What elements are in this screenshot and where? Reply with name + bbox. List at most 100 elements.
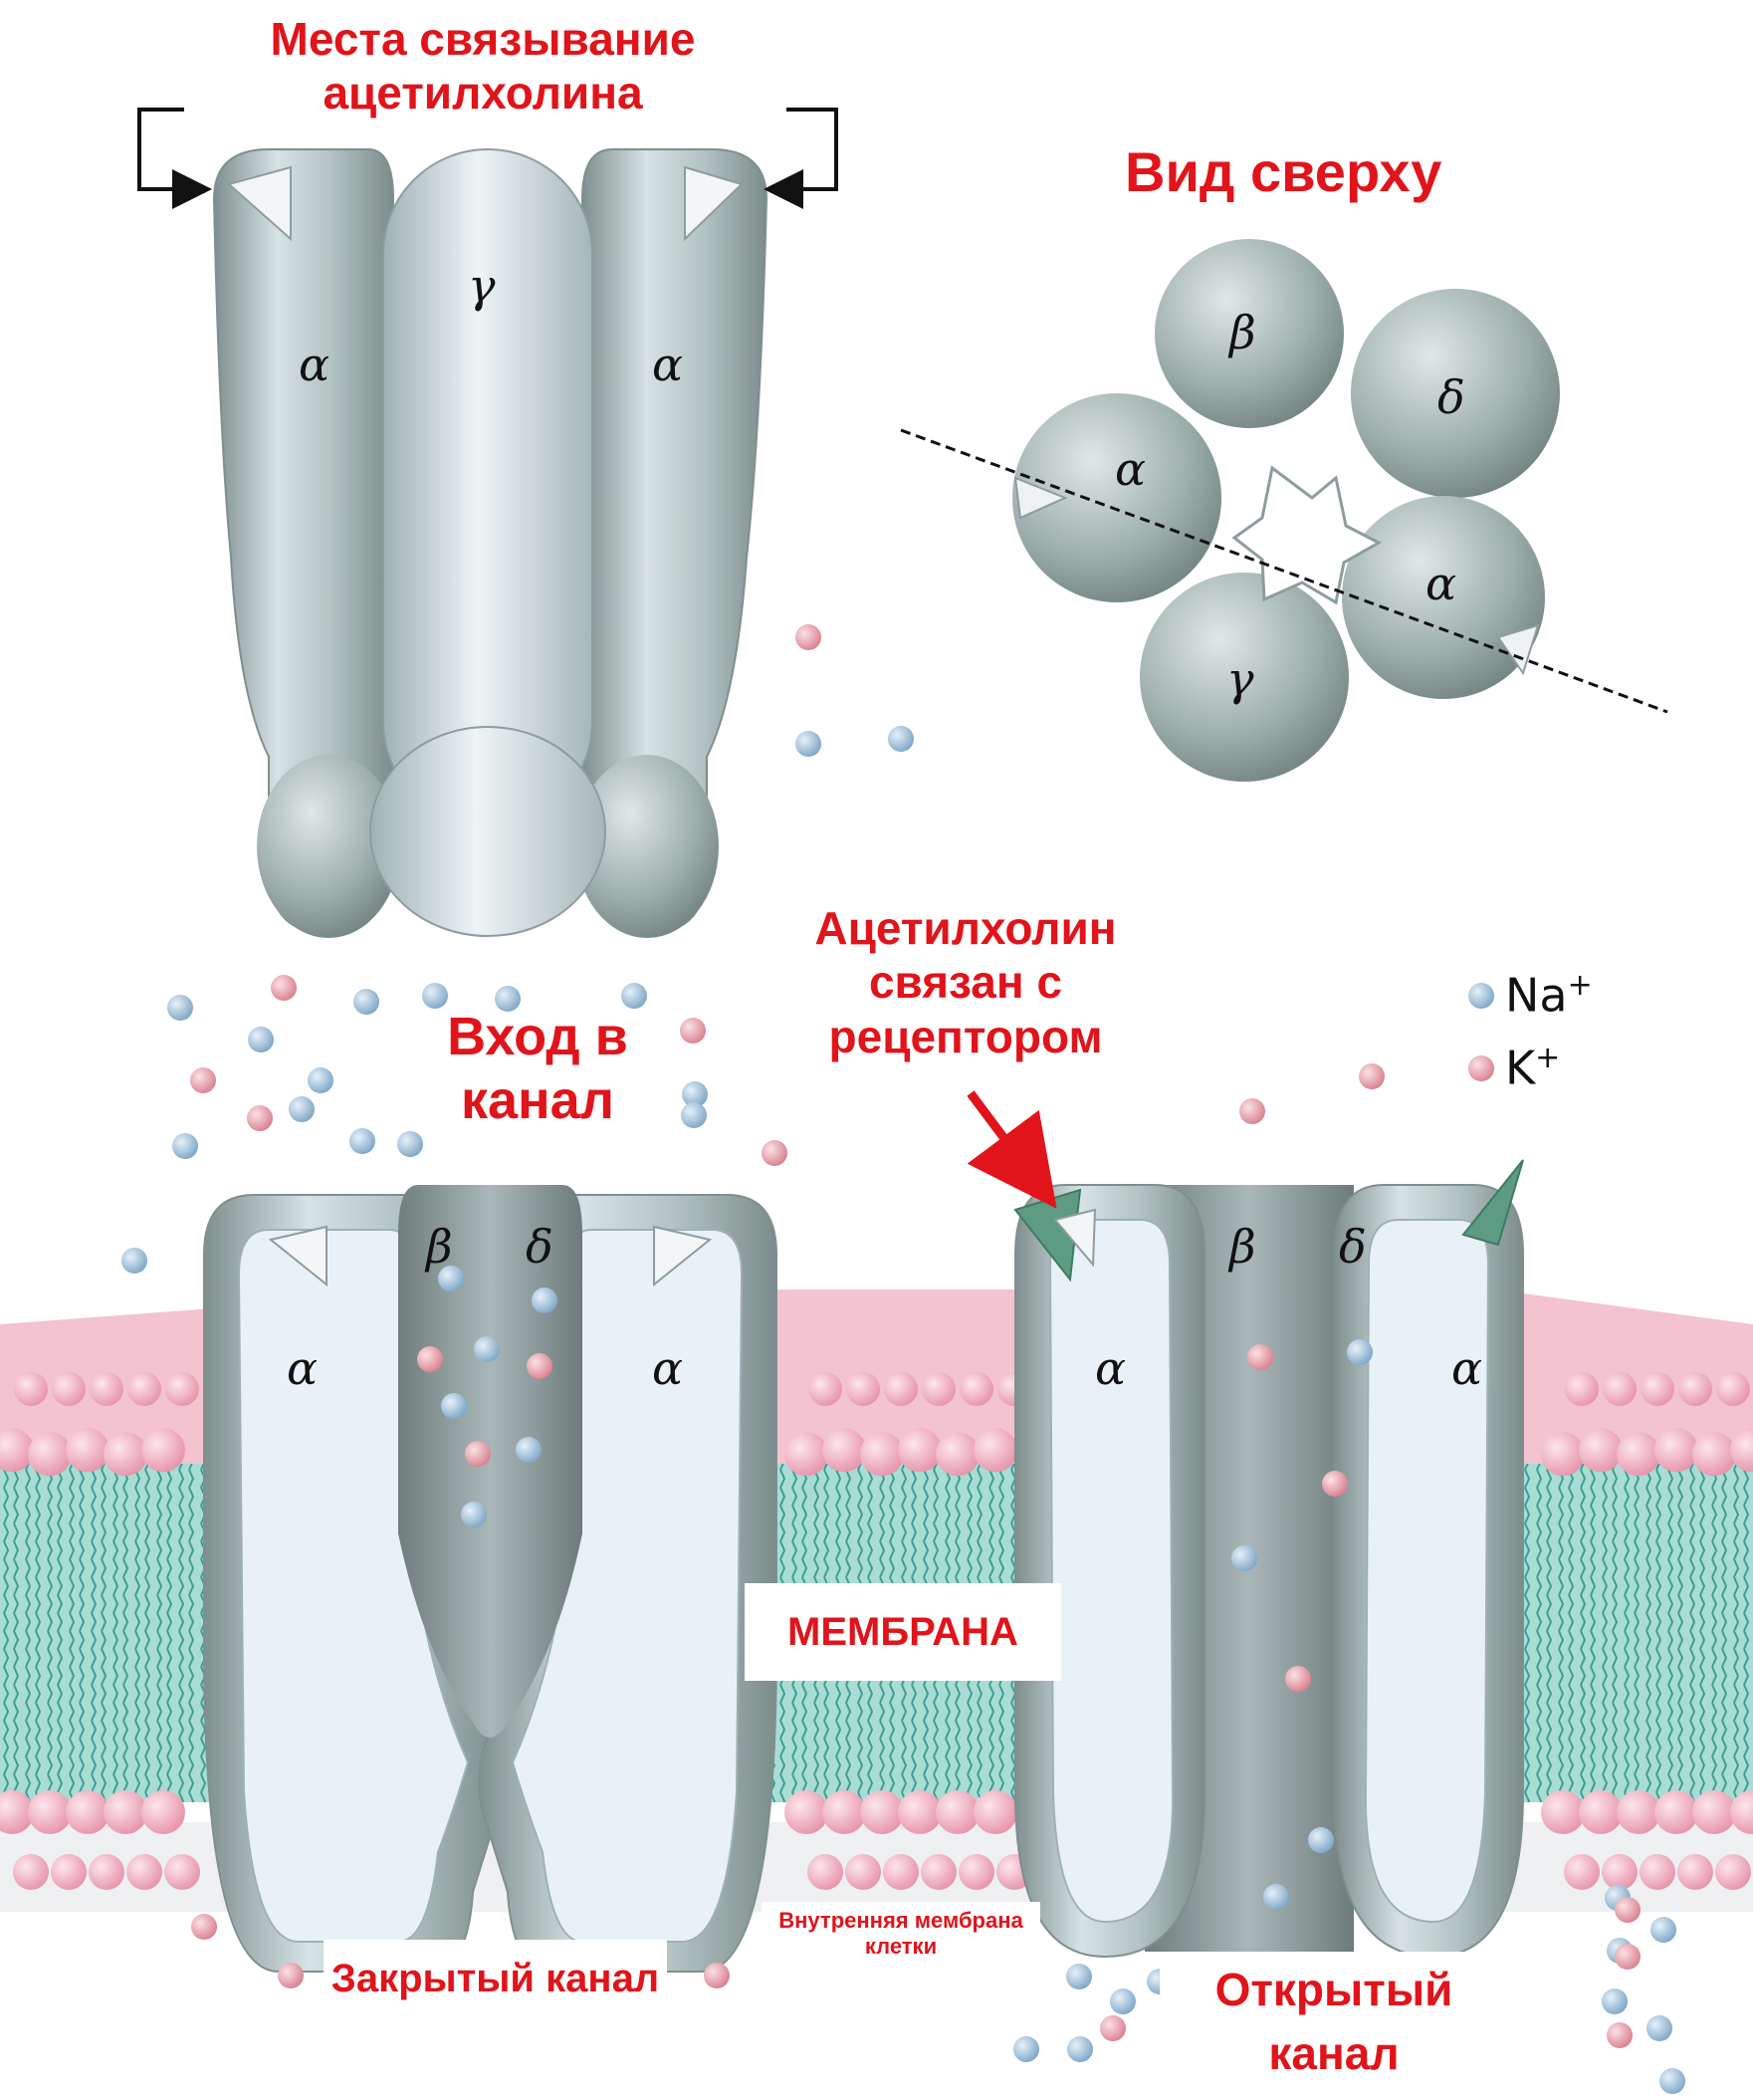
lipid-head <box>1564 1854 1600 1890</box>
na-ion <box>474 1336 500 1362</box>
na-ion <box>681 1102 707 1128</box>
top-beta-subunit <box>1155 239 1344 428</box>
lipid-head <box>860 1790 904 1834</box>
top-delta-subunit <box>1351 289 1560 498</box>
closed-beta-delta-core <box>398 1185 582 1738</box>
top-subunit-gamma: γ <box>1226 652 1254 706</box>
na-ion <box>121 1248 147 1274</box>
top-subunit-delta: δ <box>1437 370 1465 424</box>
lipid-head <box>1654 1790 1698 1834</box>
closed-delta: δ <box>526 1220 553 1274</box>
lipid-head <box>1692 1790 1736 1834</box>
top-gamma-subunit <box>1140 573 1349 782</box>
top-subunit-alpha-right: α <box>1425 557 1456 610</box>
label-binding-sites: Места связывание ацетилхолина <box>270 13 696 119</box>
lipid-head <box>898 1428 942 1473</box>
top-pocket-left <box>1013 476 1068 520</box>
lipid-head <box>1602 1854 1638 1890</box>
lipid-head <box>960 1372 993 1406</box>
na-ion <box>438 1266 464 1291</box>
label-inner-membrane: Внутренняя мембрана клетки <box>762 1902 1040 2012</box>
lipid-head <box>1677 1854 1713 1890</box>
lipid-head <box>104 1790 147 1834</box>
na-ion <box>461 1502 487 1527</box>
lipid-head <box>959 1854 994 1890</box>
lipid-head <box>1541 1432 1585 1477</box>
lipid-head <box>51 1854 87 1890</box>
na-ion <box>248 1027 274 1052</box>
lipid-head <box>1617 1790 1660 1834</box>
k-ion <box>1239 1098 1265 1124</box>
legend-na-charge: + <box>1567 968 1593 1003</box>
k-ion <box>762 1140 787 1166</box>
top-alpha-right-subunit <box>1342 496 1545 699</box>
na-ion <box>308 1067 333 1093</box>
lipid-head <box>822 1790 866 1834</box>
lipid-head <box>898 1790 942 1834</box>
lipid-head <box>0 1428 34 1473</box>
lipid-head <box>52 1372 86 1406</box>
closed-alpha-left: α <box>287 1341 318 1395</box>
label-top-view: Вид сверху <box>1125 140 1442 203</box>
lipid-head <box>1730 1790 1753 1834</box>
label-acetylcholine-bound: Ацетилхолин связан с рецептором <box>814 902 1117 1062</box>
top-subunit-beta: β <box>1227 306 1256 359</box>
lipid-head <box>141 1428 185 1473</box>
label-membrane: МЕМБРАНА <box>745 1583 1061 1681</box>
k-ion <box>190 1067 216 1093</box>
pointer-arrow <box>967 1090 1057 1209</box>
lipid-head <box>141 1790 185 1834</box>
lipid-head <box>1730 1428 1753 1473</box>
k-ion <box>1615 1944 1641 1970</box>
lipid-head <box>1579 1428 1623 1473</box>
k-ion <box>271 975 297 1001</box>
section-line <box>900 428 1668 714</box>
lipid-head <box>846 1372 880 1406</box>
k-ion <box>1607 2022 1633 2048</box>
lipid-head <box>974 1428 1017 1473</box>
bottom-right-lobe <box>575 755 719 938</box>
lipid-head <box>1716 1372 1750 1406</box>
label-closed-channel: Закрытый канал <box>324 1940 667 2084</box>
na-ion <box>1347 1339 1373 1365</box>
receptor-top-view: β δ α α γ <box>900 239 1668 782</box>
open-delta: δ <box>1339 1220 1367 1274</box>
lipid-head <box>883 1854 919 1890</box>
na-ion <box>349 1128 375 1154</box>
open-right-alpha-inner <box>1364 1219 1490 1924</box>
lipid-head <box>921 1854 957 1890</box>
na-ion <box>682 1081 708 1107</box>
na-ion <box>1308 1827 1334 1853</box>
lipid-head <box>1678 1372 1712 1406</box>
lipid-head <box>822 1428 866 1473</box>
legend-k-ion <box>1468 1055 1494 1081</box>
na-ion <box>888 726 914 752</box>
lipid-head <box>974 1790 1017 1834</box>
lipid-head <box>104 1432 147 1477</box>
subunit-alpha-left: α <box>299 338 329 391</box>
open-alpha-left: α <box>1095 1341 1126 1395</box>
lipid-head <box>1715 1854 1751 1890</box>
bracket-arrow-right <box>764 108 838 209</box>
lipid-head <box>936 1432 980 1477</box>
open-acetylcholine-right <box>1461 1159 1524 1247</box>
top-subunit-alpha-left: α <box>1115 442 1146 496</box>
na-ion <box>1231 1545 1257 1571</box>
closed-channel: α α β δ <box>203 1185 777 1973</box>
lipid-head <box>0 1790 34 1834</box>
k-ion <box>1285 1666 1311 1692</box>
lipid-head <box>1565 1372 1599 1406</box>
k-ion <box>1100 2015 1126 2041</box>
legend-na: Na+ <box>1505 968 1593 1022</box>
na-ion <box>167 995 193 1021</box>
lipid-head <box>808 1372 842 1406</box>
na-ion <box>795 731 821 757</box>
lipid-head <box>845 1854 881 1890</box>
closed-pocket-left <box>268 1225 328 1287</box>
binding-pocket-right <box>684 165 744 242</box>
lipid-head <box>1617 1432 1660 1477</box>
k-ion <box>1359 1063 1385 1089</box>
lipid-head <box>784 1790 828 1834</box>
binding-pocket-left <box>226 165 292 242</box>
label-open-channel: Открытый канал <box>1160 1952 1508 2097</box>
